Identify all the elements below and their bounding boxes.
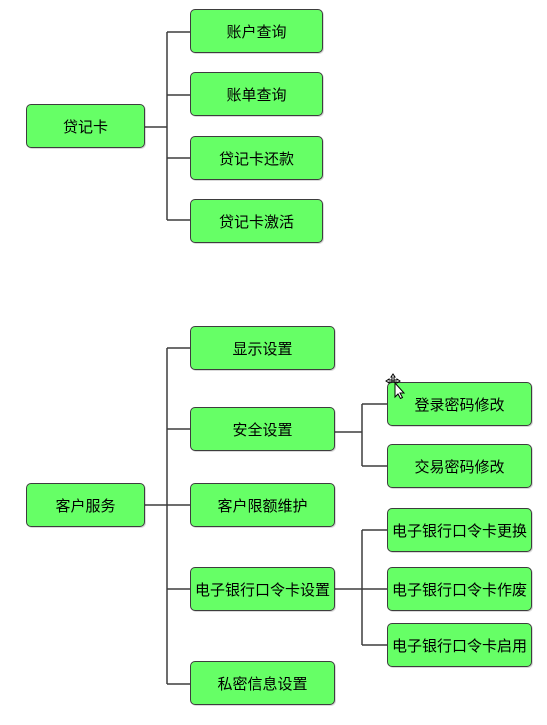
credit-card-repayment[interactable]: 贷记卡还款 (190, 136, 323, 180)
credit-card-activation[interactable]: 贷记卡激活 (190, 199, 323, 243)
move-cursor-icon (385, 373, 406, 399)
token-card-void[interactable]: 电子银行口令卡作废 (387, 567, 532, 611)
transaction-password-change[interactable]: 交易密码修改 (387, 444, 532, 488)
bill-query[interactable]: 账单查询 (190, 72, 323, 116)
e-bank-token-card-settings[interactable]: 电子银行口令卡设置 (190, 567, 335, 611)
root-customer-service[interactable]: 客户服务 (26, 483, 145, 527)
private-info-settings[interactable]: 私密信息设置 (190, 661, 335, 705)
login-password-change[interactable]: 登录密码修改 (387, 382, 532, 426)
root-credit-card[interactable]: 贷记卡 (26, 104, 145, 148)
display-settings[interactable]: 显示设置 (190, 326, 335, 370)
token-card-enable[interactable]: 电子银行口令卡启用 (387, 623, 532, 667)
customer-limit-maintenance[interactable]: 客户限额维护 (190, 483, 335, 527)
token-card-replace[interactable]: 电子银行口令卡更换 (387, 508, 532, 552)
account-query[interactable]: 账户查询 (190, 9, 323, 53)
security-settings[interactable]: 安全设置 (190, 407, 335, 451)
